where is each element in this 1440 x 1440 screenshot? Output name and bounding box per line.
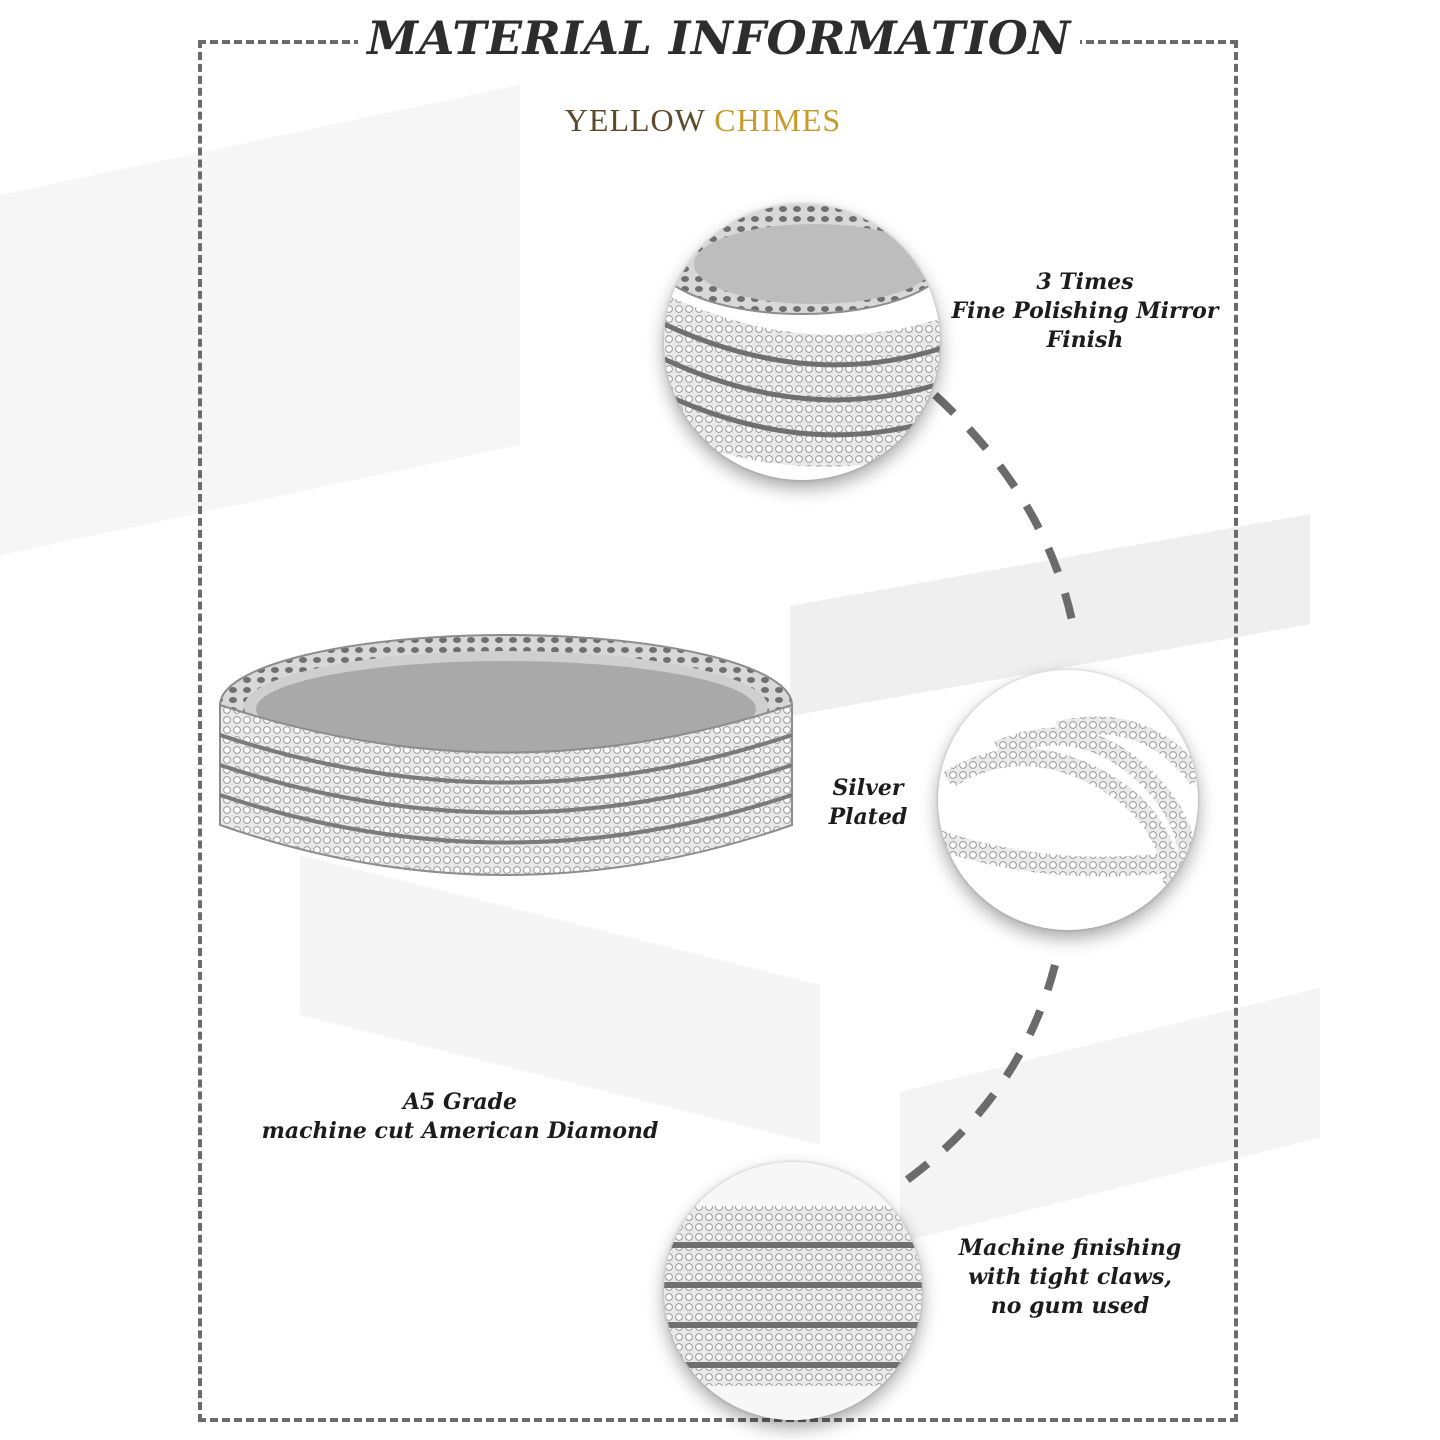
polish-label: 3 Times Fine Polishing Mirror Finish — [951, 269, 1219, 353]
diamond-label: A5 Grade machine cut American Diamond — [261, 1089, 659, 1144]
bangle-stack-image — [212, 625, 800, 885]
plating-detail-circle — [938, 670, 1198, 930]
polish-detail-circle — [664, 204, 940, 480]
brand-logo-part2: CHIMES — [714, 102, 842, 138]
setting-detail-circle — [664, 1162, 922, 1420]
brand-logo-part1: YELLOW — [564, 102, 715, 138]
brand-logo: YELLOW CHIMES — [520, 100, 886, 140]
page-title: MATERIAL INFORMATION — [367, 11, 1071, 65]
setting-label: Machine finishing with tight claws, no g… — [958, 1235, 1182, 1319]
plating-label: Silver Plated — [828, 775, 908, 830]
title-backdrop — [358, 8, 1080, 72]
